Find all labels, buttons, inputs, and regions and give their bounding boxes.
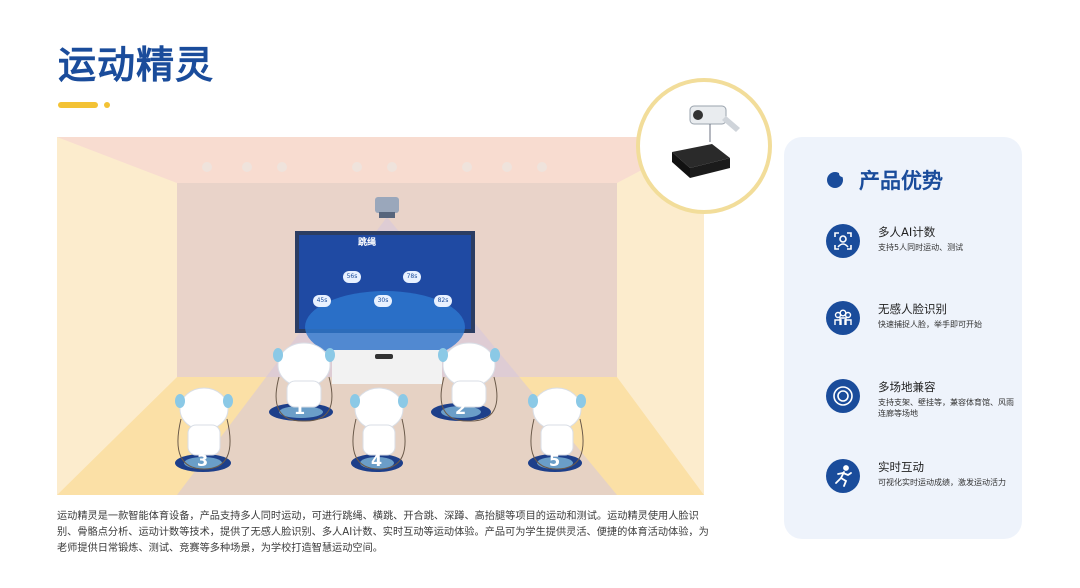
mat-number: 3 bbox=[197, 451, 209, 470]
title-underline-dot bbox=[104, 102, 110, 108]
venue-ring-icon bbox=[826, 379, 860, 413]
mat-number: 1 bbox=[294, 399, 306, 418]
advantages-header: 产品优势 bbox=[827, 167, 943, 193]
advantage-title: 多人AI计数 bbox=[878, 225, 936, 239]
tv-tile: 78s bbox=[403, 271, 421, 283]
advantages-title: 产品优势 bbox=[859, 169, 943, 193]
product-description: 运动精灵是一款智能体育设备，产品支持多人同时运动，可进行跳绳、横跳、开合跳、深蹲… bbox=[57, 511, 709, 554]
tv-tile: 56s bbox=[343, 271, 361, 283]
advantage-desc: 支持支架、壁挂等，兼容体育馆、风雨连廊等场地 bbox=[878, 398, 1014, 418]
mat-number: 4 bbox=[371, 451, 383, 470]
tv-tile: 45s bbox=[313, 295, 331, 307]
title-underline bbox=[58, 102, 98, 108]
advantage-desc: 支持5人同时运动、测试 bbox=[878, 243, 964, 252]
advantage-title: 多场地兼容 bbox=[878, 380, 936, 394]
advantage-title: 实时互动 bbox=[878, 460, 924, 474]
tv-screen-header: 跳绳 bbox=[358, 238, 377, 248]
running-person-icon bbox=[826, 459, 860, 493]
advantage-title: 无感人脸识别 bbox=[878, 302, 947, 316]
tv-tile: 30s bbox=[374, 295, 392, 307]
multi-person-scan-icon bbox=[826, 224, 860, 258]
tv-tile: 82s bbox=[434, 295, 452, 307]
mat-number: 2 bbox=[455, 399, 467, 418]
advantage-desc: 可视化实时运动成绩，激发运动活力 bbox=[878, 478, 1006, 487]
advantages-panel: 产品优势 多人AI计数 支持5人同时运动、测试 无感人脸识别 快速捕捉人脸，举手… bbox=[784, 137, 1022, 539]
classroom-illustration: 跳绳 56s 78s 45s 30s 82s 1 2 3 4 5 bbox=[57, 137, 704, 495]
bullet-dot-icon bbox=[827, 170, 846, 188]
page-title: 运动精灵 bbox=[58, 43, 215, 87]
product-hardware-image bbox=[636, 78, 772, 214]
advantage-desc: 快速捕捉人脸，举手即可开始 bbox=[878, 320, 982, 329]
mat-number: 5 bbox=[549, 451, 561, 470]
face-group-icon bbox=[826, 301, 860, 335]
